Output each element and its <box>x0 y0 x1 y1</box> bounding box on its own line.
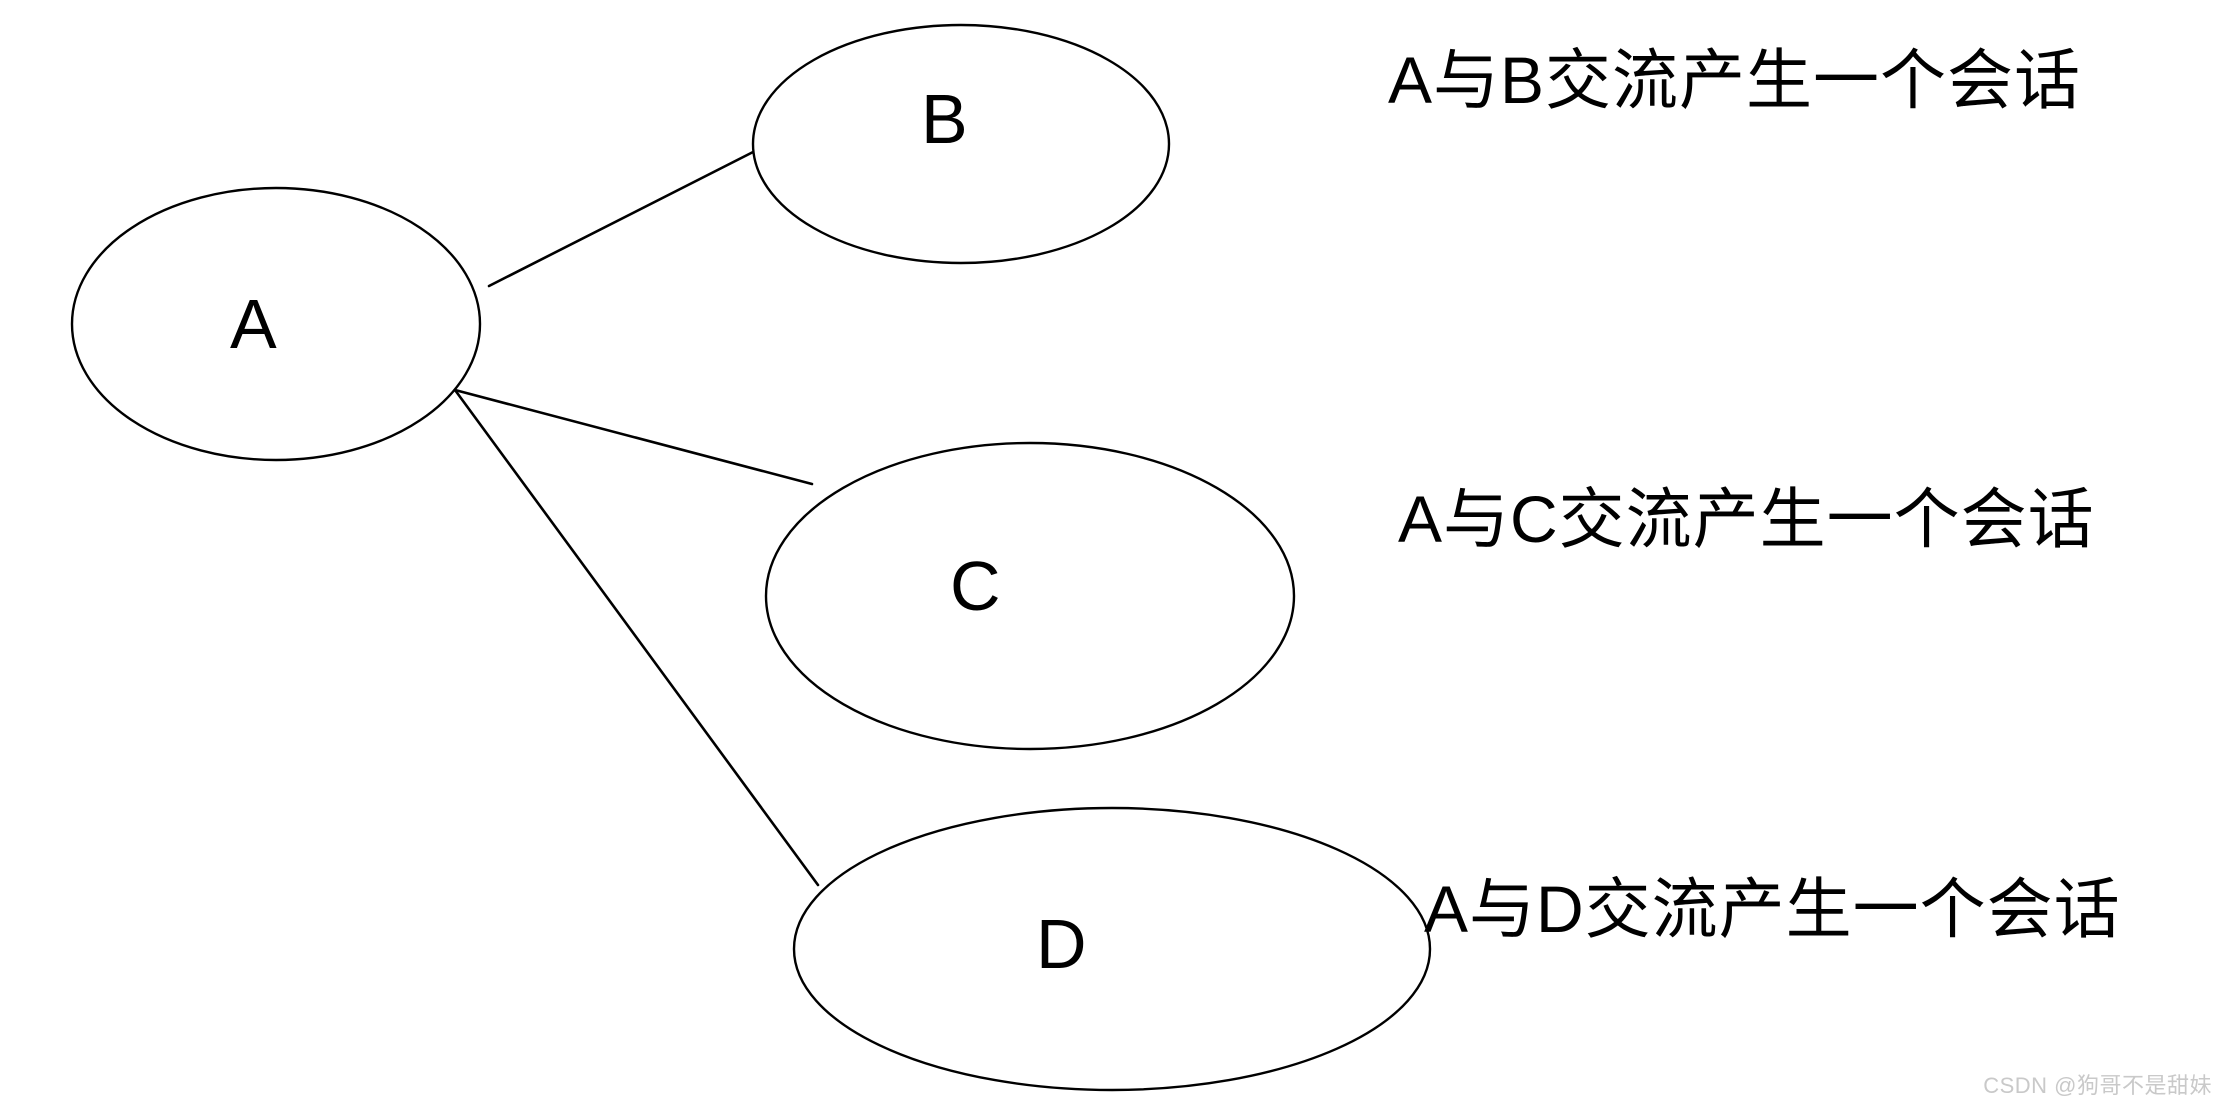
edge-group <box>453 148 820 887</box>
node-ellipse-a[interactable] <box>70 186 482 462</box>
node-label-c: C <box>950 547 1001 625</box>
node-ellipse-d[interactable] <box>792 806 1432 1092</box>
csdn-watermark: CSDN @狗哥不是甜妹 <box>1983 1073 2212 1098</box>
caption-a-b: A与B交流产生一个会话 <box>1388 43 2082 117</box>
node-label-b: B <box>921 80 968 158</box>
node-ellipse-c[interactable] <box>764 441 1296 751</box>
node-ellipse-b[interactable] <box>751 23 1171 265</box>
caption-a-c: A与C交流产生一个会话 <box>1398 482 2095 556</box>
edge-a-d <box>453 388 820 887</box>
node-group <box>70 23 1432 1092</box>
node-label-d: D <box>1036 905 1087 983</box>
node-label-a: A <box>230 285 277 363</box>
edge-a-b <box>487 148 759 288</box>
edge-a-c <box>453 388 814 486</box>
caption-a-d: A与D交流产生一个会话 <box>1424 872 2121 946</box>
